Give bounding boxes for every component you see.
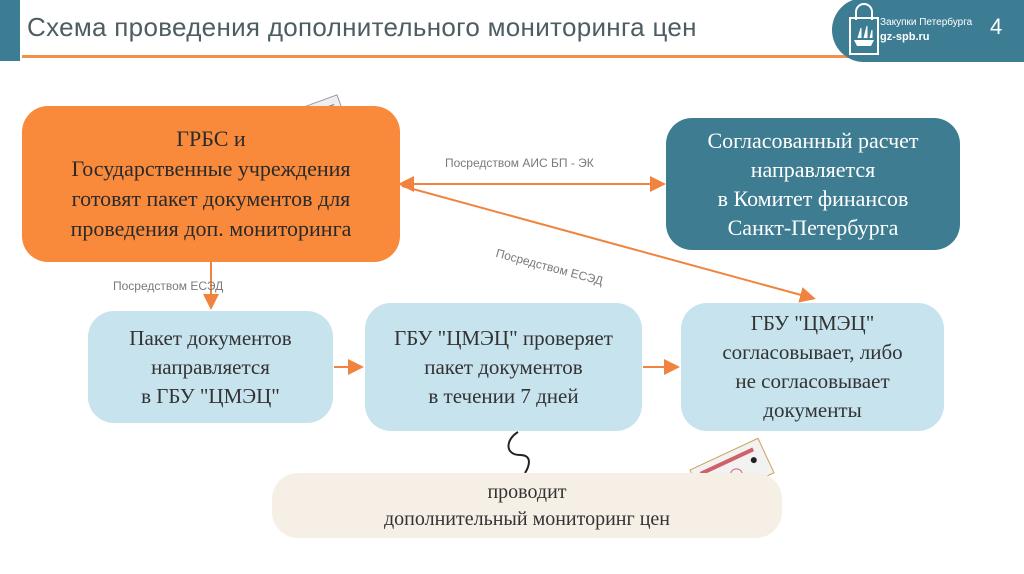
label-ais: Посредством АИС БП - ЭК: [445, 156, 594, 170]
page-number: 4: [990, 14, 1003, 39]
shopping-bag-ship-icon: [849, 3, 879, 55]
title-underline: [22, 55, 882, 58]
header-accent-bar: [0, 0, 20, 61]
label-esed-down: Посредством ЕСЭД: [113, 279, 224, 293]
slide-title: Схема проведения дополнительного монитор…: [27, 12, 697, 42]
connector-squiggle: [507, 431, 530, 474]
logo-badge: [832, 0, 1024, 62]
arrow-esed-diagonal: [401, 185, 816, 303]
